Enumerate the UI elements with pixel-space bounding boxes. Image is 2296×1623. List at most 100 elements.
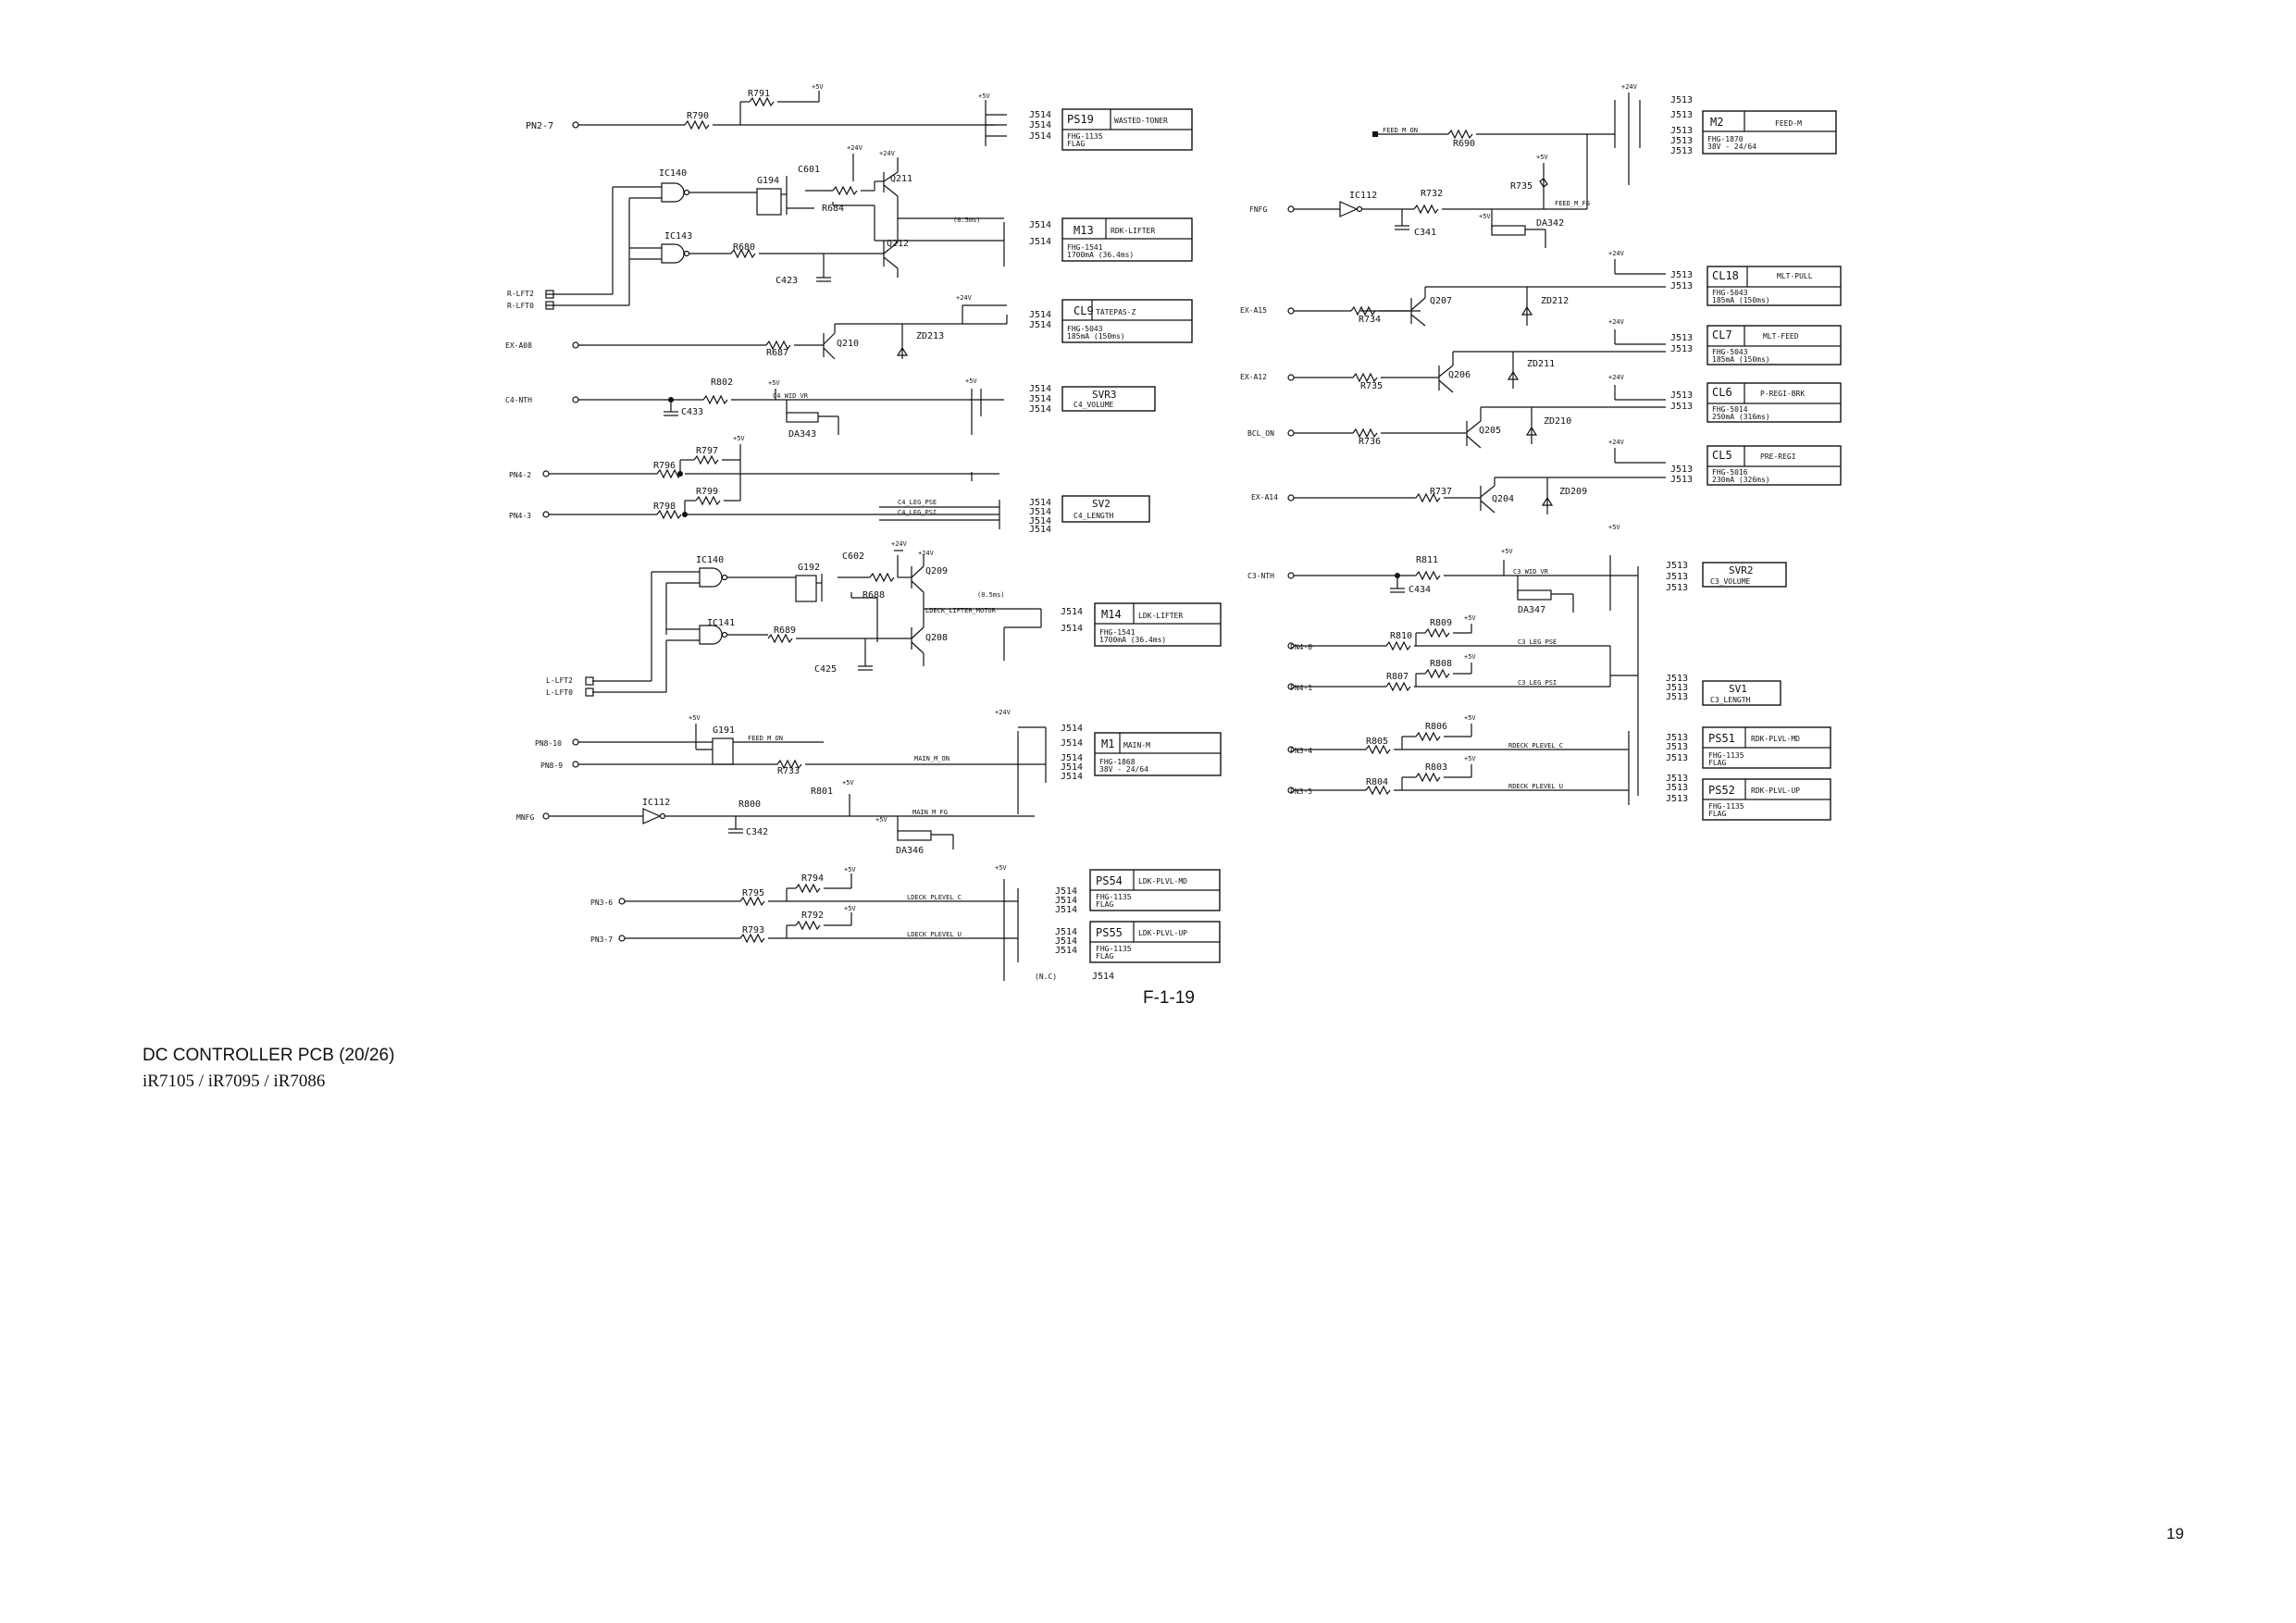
label-m14-time: (0.5ms) xyxy=(977,591,1005,599)
label-m1-voltage: 38V - 24/64 xyxy=(1099,765,1148,774)
supply-5v-r803: +5V xyxy=(1464,755,1476,762)
label-c3-nth: C3-NTH xyxy=(1247,572,1274,580)
page-number: 19 xyxy=(2166,1525,2184,1542)
label-r-lft0: R-LFT0 xyxy=(507,302,534,310)
label-r800: R800 xyxy=(738,799,761,810)
label-j514-nc: J514 xyxy=(1092,972,1114,982)
label-j513-ps51a: J513 xyxy=(1666,733,1688,743)
label-r733: R733 xyxy=(777,766,800,776)
supply-5v-ps54: +5V xyxy=(995,864,1007,872)
label-mnfg: MNFG xyxy=(516,813,534,822)
supply-24v-c601: +24V xyxy=(847,144,863,152)
label-pn2-7: PN2-7 xyxy=(526,121,553,131)
label-pn8-10: PN8-10 xyxy=(535,739,562,748)
label-j514-cl9a: J514 xyxy=(1029,310,1051,320)
label-r689: R689 xyxy=(774,626,796,636)
label-m1: M1 xyxy=(1101,737,1114,750)
supply-5v-da346: +5V xyxy=(875,816,887,824)
label-j514-a: J514 xyxy=(1029,110,1051,120)
label-j513-cl6b: J513 xyxy=(1670,402,1693,412)
label-r-lft2: R-LFT2 xyxy=(507,290,534,298)
label-g194: G194 xyxy=(757,176,779,186)
label-r794: R794 xyxy=(801,873,824,884)
label-r806: R806 xyxy=(1425,722,1447,732)
label-nc: (N.C) xyxy=(1035,973,1057,981)
label-j514-m14b: J514 xyxy=(1061,624,1083,634)
label-j514-ps55a: J514 xyxy=(1055,927,1077,937)
label-mlt-feed: MLT-FEED xyxy=(1763,332,1799,341)
label-j514-ps55c: J514 xyxy=(1055,946,1077,956)
label-j514-ps55b: J514 xyxy=(1055,936,1077,947)
label-r795: R795 xyxy=(742,888,764,898)
label-c4-nth: C4-NTH xyxy=(505,396,532,404)
label-sv1: SV1 xyxy=(1729,683,1747,695)
label-j513-svr2b: J513 xyxy=(1666,572,1688,582)
label-j513-ps52a: J513 xyxy=(1666,774,1688,784)
label-r811: R811 xyxy=(1416,555,1438,565)
label-ldk-plvl-up: LDK-PLVL-UP xyxy=(1138,929,1187,937)
label-j514-m13b: J514 xyxy=(1029,237,1051,247)
label-j514-m1e: J514 xyxy=(1061,772,1083,782)
label-cl7-part: FHG-5043 xyxy=(1712,348,1748,356)
label-r792: R792 xyxy=(801,911,824,921)
supply-5v-r735: +5V xyxy=(1536,154,1548,161)
label-mlt-pull: MLT-PULL xyxy=(1777,272,1813,280)
label-ldk-lifter: LDK-LIFTER xyxy=(1138,612,1183,620)
label-m13: M13 xyxy=(1074,224,1094,237)
label-rdeck-plevel-c: RDECK_PLEVEL_C xyxy=(1508,742,1563,750)
label-feed-m: FEED-M xyxy=(1775,119,1802,128)
label-feed-m-fg: FEED_M_FG xyxy=(1555,200,1590,207)
supply-5v-ps19: +5V xyxy=(978,93,990,100)
label-j513-m2d: J513 xyxy=(1670,136,1693,146)
supply-5v-svr2: +5V xyxy=(1608,524,1620,531)
label-m2-voltage: 38V - 24/64 xyxy=(1707,142,1756,151)
supply-24v-m2: +24V xyxy=(1621,83,1638,91)
label-j513-cl5a: J513 xyxy=(1670,465,1693,475)
label-pn4-1: PN4-1 xyxy=(1290,684,1312,692)
label-j514-m13a: J514 xyxy=(1029,220,1051,230)
label-pn4-2: PN4-2 xyxy=(509,471,531,479)
label-j513-ps51c: J513 xyxy=(1666,753,1688,763)
label-cl18: CL18 xyxy=(1712,269,1739,282)
label-fnfg: FNFG xyxy=(1249,205,1267,214)
label-da347: DA347 xyxy=(1518,605,1545,615)
label-pn3-6: PN3-6 xyxy=(590,898,613,907)
label-r734: R734 xyxy=(1359,315,1381,325)
label-zd212: ZD212 xyxy=(1541,296,1569,306)
label-pn4-3: PN4-3 xyxy=(509,512,531,520)
label-r799: R799 xyxy=(696,487,718,497)
label-j514-m1d: J514 xyxy=(1061,762,1083,773)
label-r793: R793 xyxy=(742,925,764,935)
label-pn3-4: PN3-4 xyxy=(1290,747,1312,755)
supply-24v-cl18: +24V xyxy=(1608,250,1625,257)
label-c4-wid-vr: C4_WID_VR xyxy=(773,392,809,400)
label-m13-time: (0.5ms) xyxy=(953,217,981,224)
label-da342: DA342 xyxy=(1536,218,1564,229)
supply-24v-cl9: +24V xyxy=(956,294,973,302)
label-cl9-current: 185mA (150ms) xyxy=(1067,332,1125,341)
label-r807: R807 xyxy=(1386,672,1409,682)
label-sv2: SV2 xyxy=(1092,498,1111,510)
label-ps51: PS51 xyxy=(1708,732,1735,745)
label-ic112-right: IC112 xyxy=(1349,191,1377,201)
label-q212: Q212 xyxy=(887,239,909,249)
label-r688: R688 xyxy=(863,590,885,601)
label-c4-length: C4_LENGTH xyxy=(1074,512,1114,520)
supply-24v-cl5: +24V xyxy=(1608,439,1625,446)
label-c433: C433 xyxy=(681,407,703,417)
label-r732: R732 xyxy=(1421,189,1443,199)
supply-5v-da342: +5V xyxy=(1479,213,1491,220)
label-j513-m2b: J513 xyxy=(1670,110,1693,120)
label-cl6: CL6 xyxy=(1712,386,1732,399)
label-cl5-current: 230mA (326ms) xyxy=(1712,476,1770,484)
label-j513-svr2a: J513 xyxy=(1666,561,1688,571)
label-q207: Q207 xyxy=(1430,296,1452,306)
label-ic112-left: IC112 xyxy=(642,798,670,808)
label-c601: C601 xyxy=(798,165,820,175)
label-r680: R680 xyxy=(733,242,755,253)
label-j514-svr3c: J514 xyxy=(1029,404,1051,415)
label-cl7: CL7 xyxy=(1712,328,1732,341)
label-ic141: IC141 xyxy=(707,618,735,628)
label-j514-c: J514 xyxy=(1029,131,1051,142)
label-j513-ps52c: J513 xyxy=(1666,794,1688,804)
